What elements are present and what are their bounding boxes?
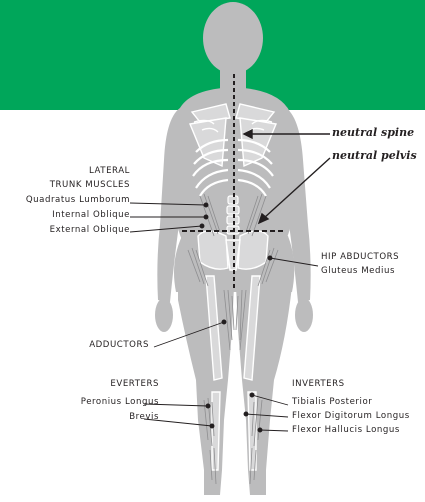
internal-oblique-label: Internal Oblique <box>52 210 130 221</box>
flexor-digitorum-longus-label: Flexor Digitorum Longus <box>292 411 410 422</box>
neutral-pelvis-label: neutral pelvis <box>332 149 417 162</box>
external-oblique-label: External Oblique <box>50 225 130 236</box>
hip-abductors-heading: HIP ABDUCTORS <box>321 252 399 263</box>
tibialis-posterior-label: Tibialis Posterior <box>292 397 372 408</box>
lateral-trunk-heading-1: LATERAL <box>89 166 130 177</box>
brevis-label: Brevis <box>129 412 159 423</box>
flexor-hallucis-longus-label: Flexor Hallucis Longus <box>292 425 400 436</box>
quadratus-lumborum-label: Quadratus Lumborum <box>26 195 130 206</box>
peronius-longus-label: Peronius Longus <box>81 397 159 408</box>
neutral-spine-label: neutral spine <box>332 126 414 139</box>
lateral-trunk-heading-2: TRUNK MUSCLES <box>50 180 130 191</box>
everters-heading: EVERTERS <box>110 379 159 390</box>
inverters-heading: INVERTERS <box>292 379 345 390</box>
adductors-label: ADDUCTORS <box>89 340 149 351</box>
gluteus-medius-label: Gluteus Medius <box>321 266 395 277</box>
